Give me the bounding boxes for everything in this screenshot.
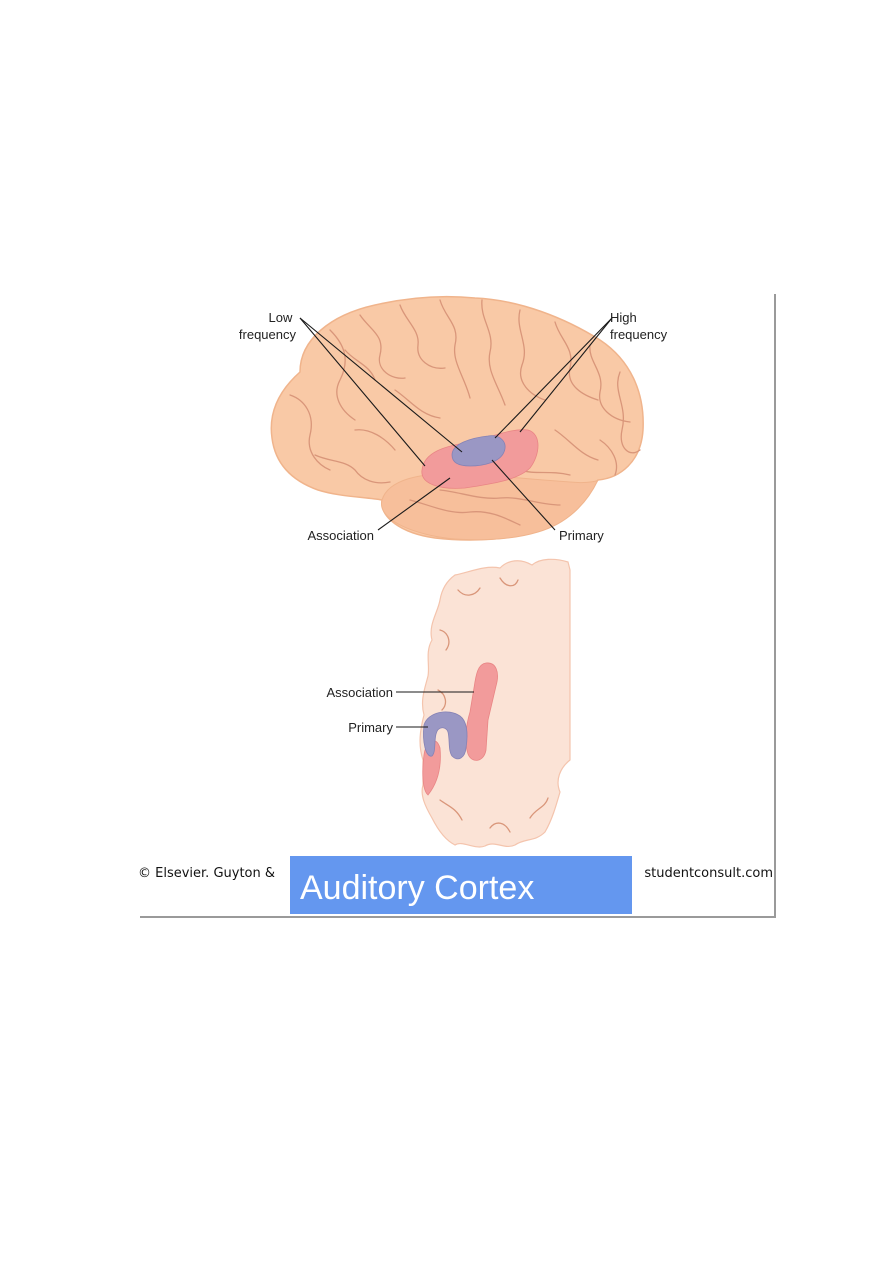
lateral-primary-area [451,435,506,467]
leader-low-frequency-to-primary [299,317,463,453]
leader-low-frequency-to-association [299,317,426,467]
high-frequency-label: High frequency [610,310,668,342]
gyri [289,299,641,526]
credit-right: studentconsult.com [644,866,773,881]
lateral-association-label: Association [308,528,374,543]
credit-left: © Elsevier. Guyton & [138,866,275,881]
low-frequency-label: Low frequency [239,310,297,342]
title-banner [290,856,632,914]
coronal-primary-label: Primary [348,720,393,735]
coronal-section-view: Association Primary [327,558,571,848]
lateral-brain-view: Low frequency High frequency Association… [239,295,668,543]
lateral-primary-label: Primary [559,528,604,543]
leader-high-frequency-to-association [519,317,613,433]
title-banner-text: Auditory Cortex [300,869,534,907]
leader-primary [491,459,556,531]
leader-high-frequency-to-primary [494,317,613,439]
coronal-primary-area [423,711,468,760]
coronal-gyri [437,577,549,833]
leader-association [377,477,451,531]
coronal-association-label: Association [327,685,393,700]
coronal-section-outline [419,558,571,848]
